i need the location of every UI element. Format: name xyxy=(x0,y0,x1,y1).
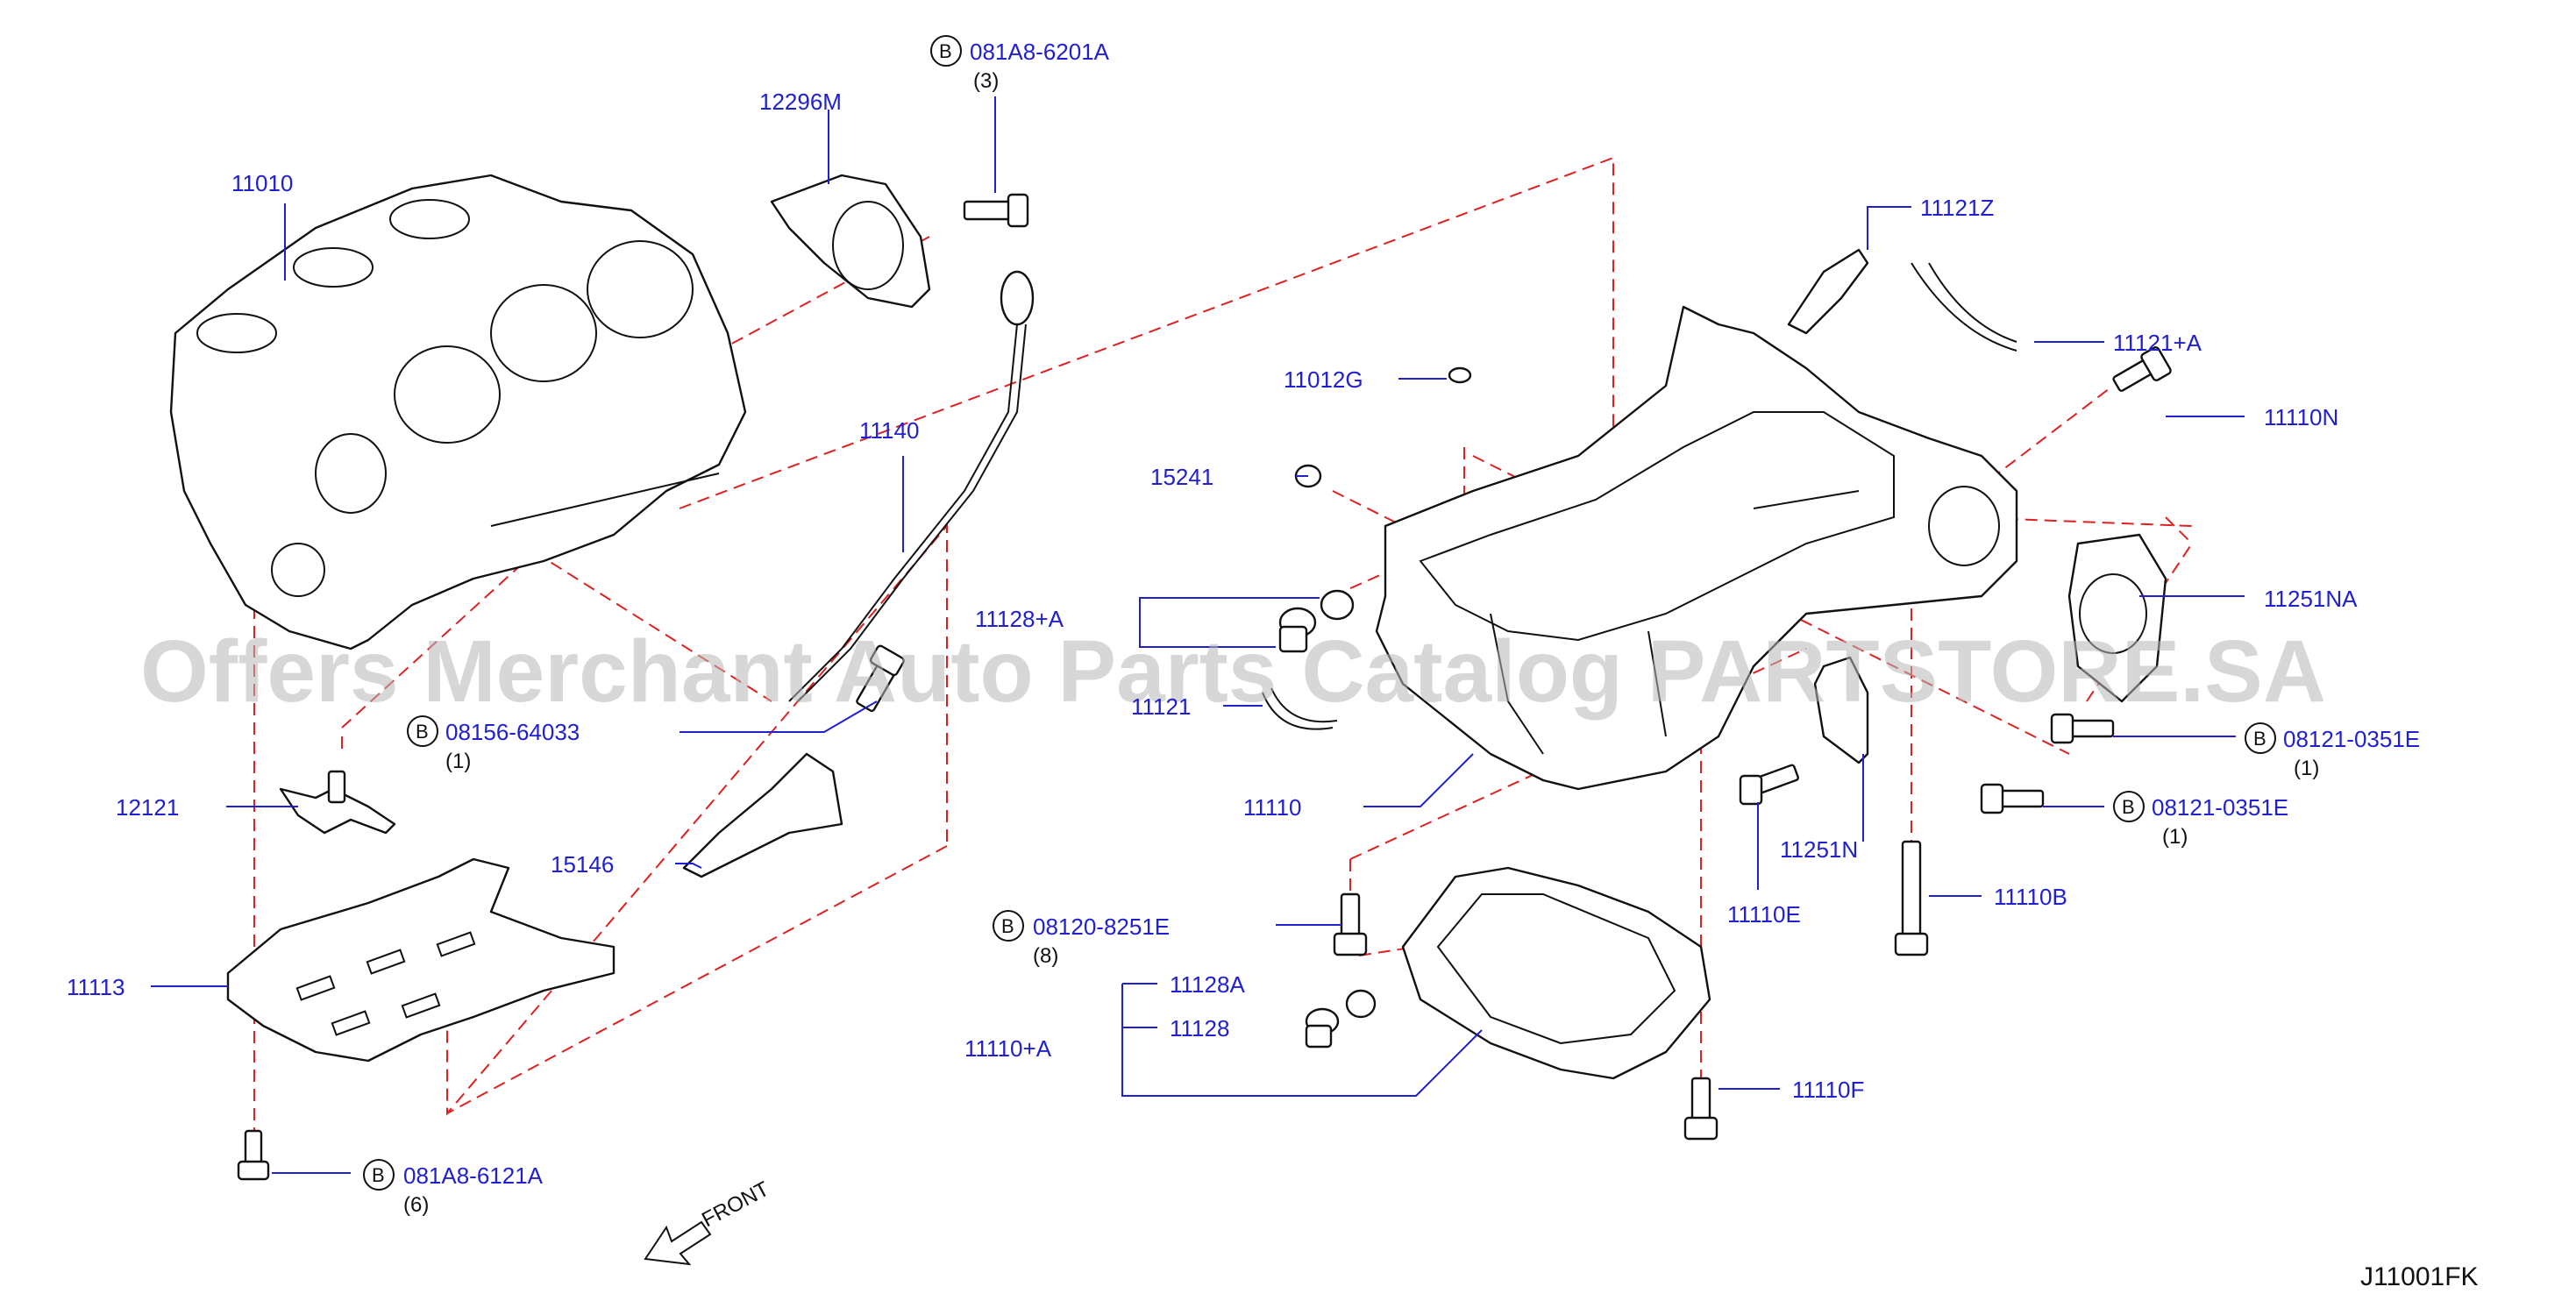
skid-plate-drawing xyxy=(226,857,616,1063)
front-arrow: FRONT xyxy=(644,1177,773,1266)
bolt-qty: (1) xyxy=(445,750,471,773)
label-15146[interactable]: 15146 xyxy=(551,851,614,878)
b-mark: B xyxy=(416,721,429,743)
bolt-mid-drawing xyxy=(856,644,905,713)
label-11121Z[interactable]: 11121Z xyxy=(1920,195,1994,221)
bolt-08120-drawing xyxy=(1333,892,1368,956)
label-11251NA[interactable]: 11251NA xyxy=(2264,586,2358,612)
label-11010[interactable]: 11010 xyxy=(231,170,293,196)
bolt-qty: (8) xyxy=(1033,944,1058,968)
bolt-qty: (3) xyxy=(973,69,999,93)
dipstick-drawing xyxy=(788,270,1035,702)
seal-strip-drawing xyxy=(1911,262,2017,352)
watermark-text: Offers Merchant Auto Parts Catalog PARTS… xyxy=(140,622,2326,721)
label-11128A[interactable]: 11128A xyxy=(1170,971,1245,998)
bolt-callout-08121-0351E-lower[interactable]: B 08121-0351E (1) xyxy=(2113,791,2288,849)
bolt-callout-081A8-6121A[interactable]: B 081A8-6121A (6) xyxy=(363,1159,544,1217)
bolt-code: 081A8-6121A xyxy=(403,1162,544,1189)
bolt-qty: (1) xyxy=(2294,757,2319,780)
label-11110F[interactable]: 11110F xyxy=(1792,1077,1864,1103)
part-labels: 11010 12296M 11140 12121 15146 11113 111… xyxy=(67,89,2358,1103)
label-11121[interactable]: 11121 xyxy=(1131,693,1191,720)
tube-drawing xyxy=(1787,248,1869,335)
label-12296M[interactable]: 12296M xyxy=(759,89,842,115)
bolt-08121-upper-drawing xyxy=(2050,713,2115,744)
label-11128A-plus[interactable]: 11128+A xyxy=(975,606,1064,632)
bolt-callout-08156-64033[interactable]: B 08156-64033 (1) xyxy=(407,715,580,773)
bolt-11110B-drawing xyxy=(1894,840,1929,956)
label-11140[interactable]: 11140 xyxy=(859,417,919,444)
b-mark: B xyxy=(2122,796,2135,818)
bolt-code: 08121-0351E xyxy=(2283,726,2420,752)
bolt-qty: (1) xyxy=(2162,825,2188,849)
front-label: FRONT xyxy=(698,1177,773,1232)
label-11110A[interactable]: 11110+A xyxy=(964,1035,1052,1062)
bolt-bottom-left-drawing xyxy=(237,1129,270,1181)
diagram-code: J11001FK xyxy=(2360,1262,2479,1291)
bolt-code: 08121-0351E xyxy=(2152,794,2288,821)
bolt-11110E-drawing xyxy=(1739,764,1799,806)
drain-plug-upper-drawing xyxy=(1278,589,1355,653)
label-11113[interactable]: 11113 xyxy=(67,974,125,1000)
b-mark: B xyxy=(2253,728,2266,750)
label-11012G[interactable]: 11012G xyxy=(1284,366,1363,393)
b-mark: B xyxy=(372,1164,385,1186)
lower-oil-pan-drawing xyxy=(1401,866,1711,1080)
label-11121A[interactable]: 11121+A xyxy=(2113,330,2202,356)
bolt-top-drawing xyxy=(963,193,1029,228)
plug-drawing xyxy=(1448,366,1472,384)
upper-oil-pan-drawing xyxy=(1375,305,2018,791)
label-11110B[interactable]: 11110B xyxy=(1994,884,2067,910)
label-12121[interactable]: 12121 xyxy=(116,794,179,821)
bolt-callout-081A8-6201A[interactable]: B 081A8-6201A (3) xyxy=(930,35,1110,93)
bolt-callout-08120-8251E[interactable]: B 08120-8251E (8) xyxy=(993,910,1170,968)
baffle-drawing xyxy=(682,752,843,878)
bolt-qty: (6) xyxy=(403,1193,429,1217)
label-11110N[interactable]: 11110N xyxy=(2264,404,2338,430)
label-11110[interactable]: 11110 xyxy=(1243,794,1302,821)
bolt-code: 08120-8251E xyxy=(1033,914,1170,940)
gasket-arc-drawing xyxy=(1262,687,1338,730)
b-mark: B xyxy=(1001,915,1014,937)
bolt-08121-lower-drawing xyxy=(1980,783,2045,814)
label-11110E[interactable]: 11110E xyxy=(1727,901,1801,928)
cylinder-block-drawing xyxy=(169,174,747,650)
bolt-code: 08156-64033 xyxy=(445,719,580,745)
bracket-drawing xyxy=(279,770,396,835)
seal-retainer-drawing xyxy=(770,174,931,309)
bolt-11110N-drawing xyxy=(2112,346,2172,392)
label-11128[interactable]: 11128 xyxy=(1170,1015,1229,1042)
bolt-11110F-drawing xyxy=(1683,1077,1719,1141)
b-mark: B xyxy=(939,40,952,62)
cover-plate-drawing xyxy=(2067,533,2167,703)
leader-lines xyxy=(151,96,2245,1174)
bolt-code: 081A8-6201A xyxy=(970,39,1110,65)
drain-plug-lower-drawing xyxy=(1305,989,1377,1049)
bolt-callout-08121-0351E-upper[interactable]: B 08121-0351E (1) xyxy=(2245,722,2420,780)
label-15241[interactable]: 15241 xyxy=(1150,464,1213,490)
label-11251N[interactable]: 11251N xyxy=(1780,836,1858,863)
